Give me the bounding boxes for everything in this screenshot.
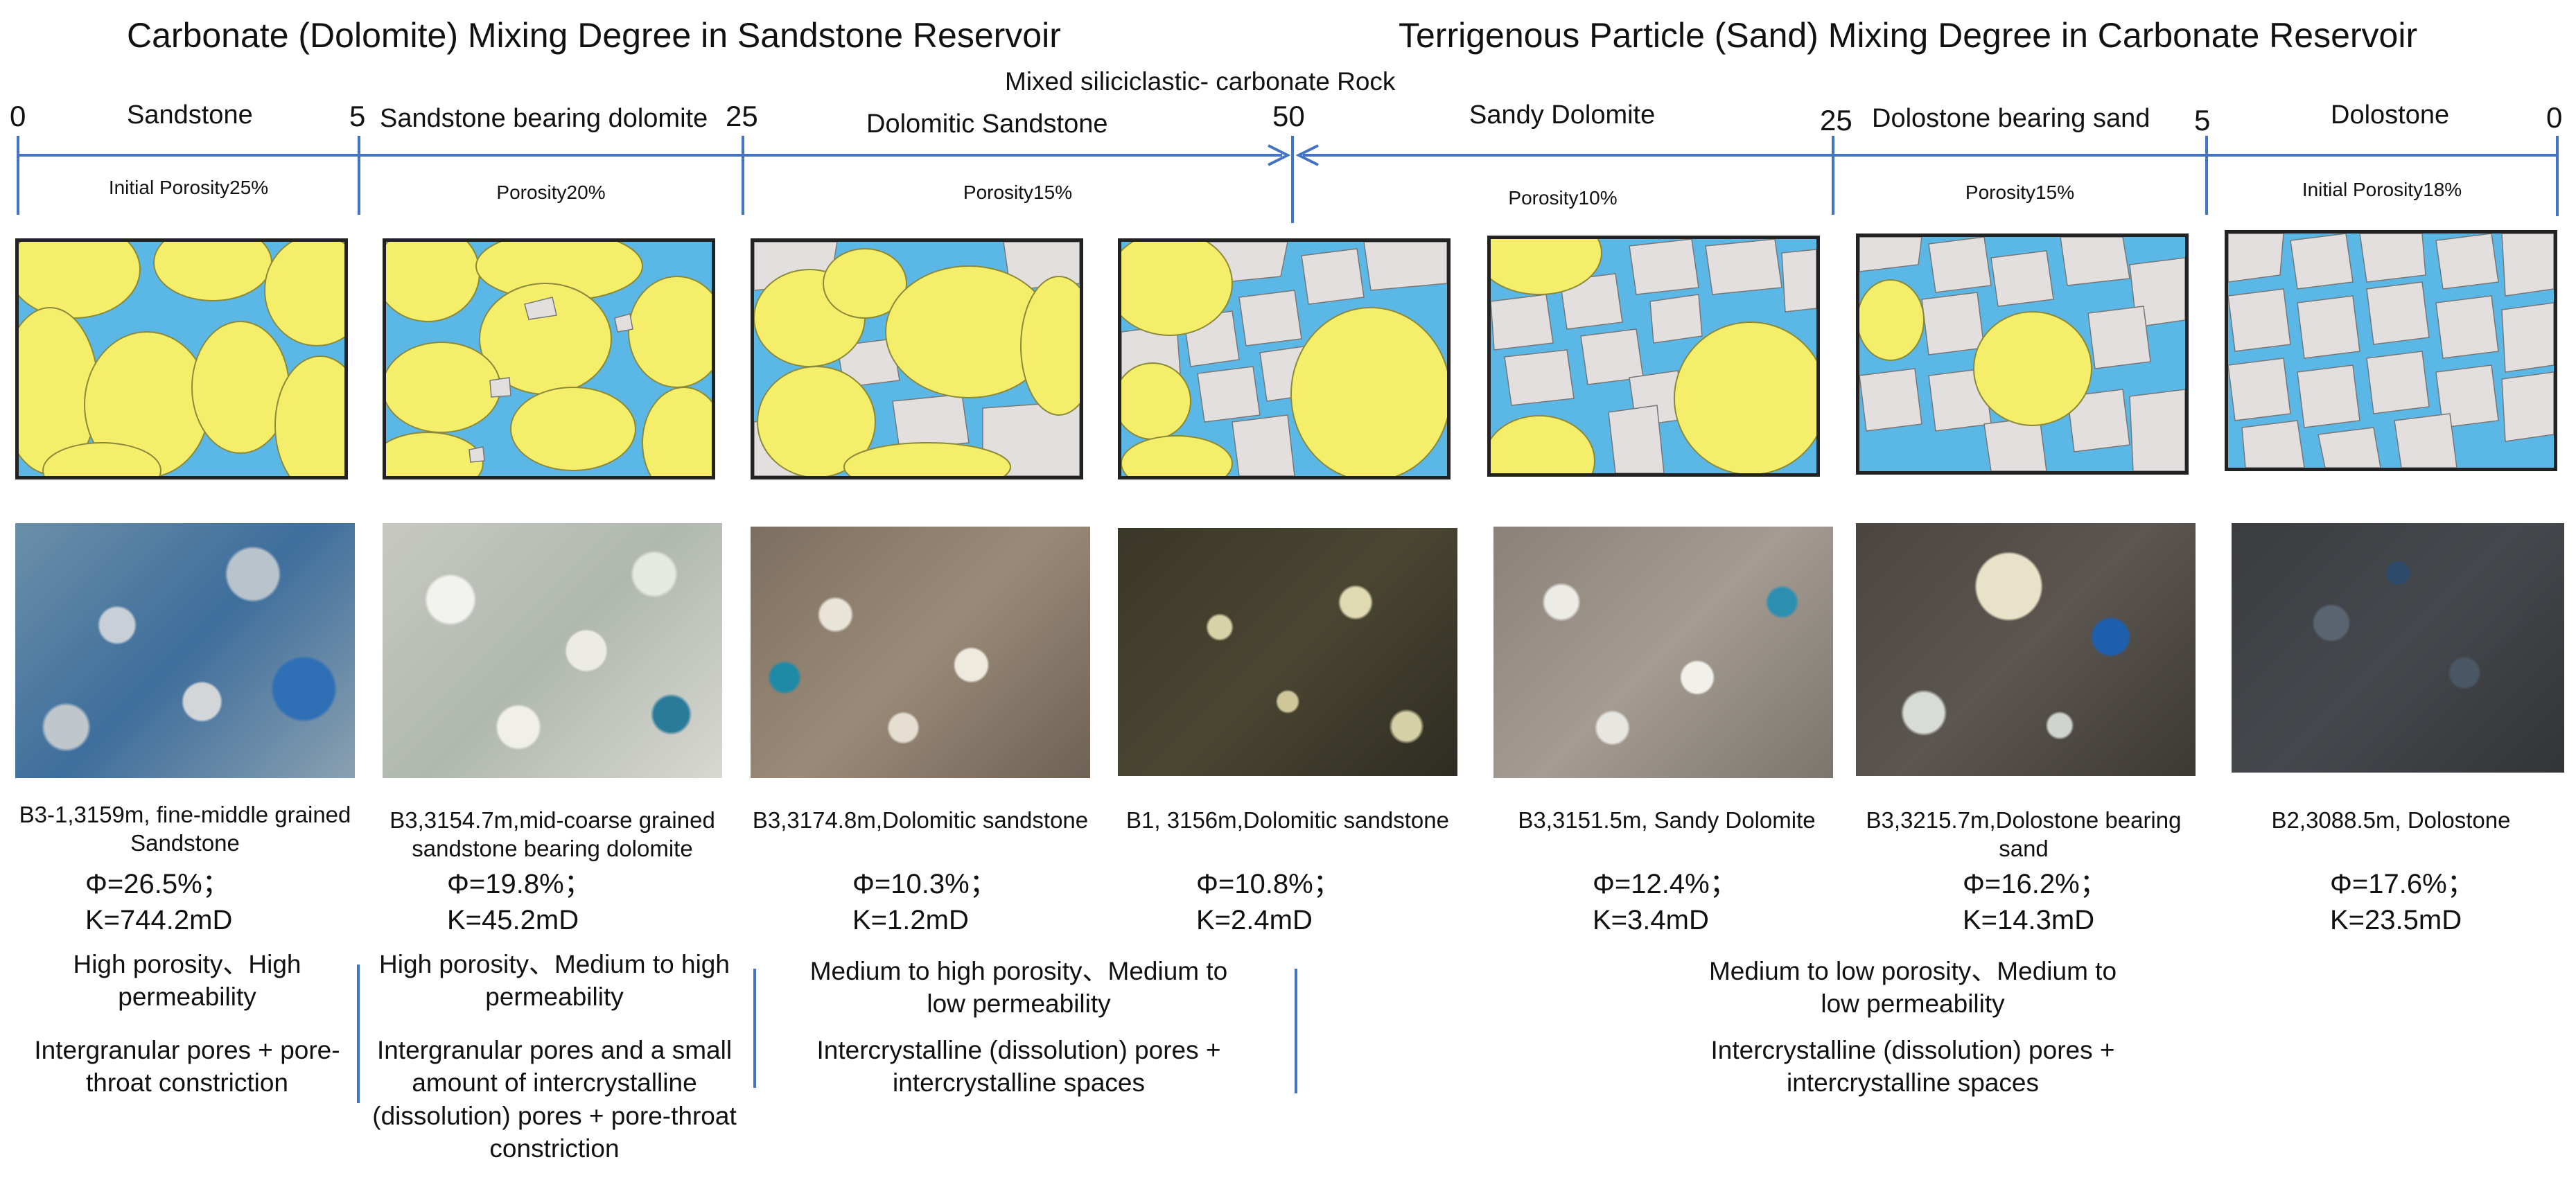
thin-section-photo bbox=[1118, 528, 1457, 776]
sample-values: Φ=19.8%； K=45.2mD bbox=[447, 866, 592, 938]
pore-type: Intergranular pores + pore-throat constr… bbox=[34, 1036, 340, 1098]
tick-label: 50 bbox=[1272, 100, 1305, 132]
permeability-value: K=23.5mD bbox=[2330, 905, 2462, 935]
schematic-sandstone-bearing-dolomite bbox=[383, 238, 715, 479]
thin-section-photo bbox=[751, 527, 1090, 778]
permeability-value: K=744.2mD bbox=[85, 905, 233, 935]
zone-label-dolostone-bearing-sand: Dolostone bearing sand bbox=[1872, 104, 2150, 133]
porosity-value: Φ=12.4%； bbox=[1593, 869, 1737, 899]
tick-label: 0 bbox=[10, 100, 26, 132]
schematic-sandy-dolomite bbox=[1487, 236, 1820, 477]
porosity-label: Initial Porosity25% bbox=[108, 177, 269, 198]
porosity-value: Φ=17.6%； bbox=[2330, 869, 2475, 899]
thin-section-photo bbox=[1856, 523, 2196, 776]
mixed-rock-label: Mixed siliciclastic- carbonate Rock bbox=[1005, 67, 1396, 96]
porosity-value: Φ=10.8%； bbox=[1196, 869, 1341, 899]
permeability-value: K=2.4mD bbox=[1196, 905, 1313, 935]
permeability-class: Medium to low porosity、Medium to low per… bbox=[1708, 957, 2117, 1019]
sample-caption: B2,3088.5m, Dolostone bbox=[2271, 807, 2511, 833]
sample-values: Φ=10.3%； K=1.2mD bbox=[852, 866, 997, 938]
pore-type: Intergranular pores and a small amount o… bbox=[372, 1036, 737, 1163]
schematic-dolomitic-sandstone bbox=[751, 238, 1083, 479]
permeability-value: K=45.2mD bbox=[447, 905, 579, 935]
permeability-value: K=3.4mD bbox=[1593, 905, 1709, 935]
zone-label-dolostone: Dolostone bbox=[2331, 100, 2450, 130]
tick-label: 0 bbox=[2546, 101, 2563, 134]
thin-section-photo bbox=[1493, 527, 1833, 778]
sample-caption: B3-1,3159m, fine-middle grained Sandston… bbox=[19, 802, 351, 856]
tick-label: 25 bbox=[726, 100, 758, 132]
sample-caption: B1, 3156m,Dolomitic sandstone bbox=[1126, 807, 1449, 833]
zone-label-sandy-dolomite: Sandy Dolomite bbox=[1469, 100, 1656, 130]
sample-values: Φ=16.2%； K=14.3mD bbox=[1963, 866, 2108, 938]
schematic-dolostone bbox=[2225, 230, 2557, 471]
porosity-label: Porosity20% bbox=[496, 182, 606, 203]
sample-caption: B3,3174.8m,Dolomitic sandstone bbox=[752, 807, 1089, 833]
thin-section-photo bbox=[383, 523, 722, 778]
porosity-value: Φ=10.3%； bbox=[852, 869, 997, 899]
pore-type: Intercrystalline (dissolution) pores + i… bbox=[1710, 1036, 2115, 1098]
sample-values: Φ=26.5%； K=744.2mD bbox=[85, 866, 232, 938]
thin-section-photo bbox=[15, 523, 355, 778]
porosity-value: Φ=16.2%； bbox=[1963, 869, 2108, 899]
tick-label: 5 bbox=[2194, 104, 2211, 137]
permeability-value: K=14.3mD bbox=[1963, 905, 2095, 935]
permeability-value: K=1.2mD bbox=[852, 905, 969, 935]
permeability-class: High porosity、Medium to high permeabilit… bbox=[379, 950, 730, 1012]
group-divider bbox=[357, 965, 360, 1103]
permeability-class: High porosity、High permeability bbox=[73, 950, 301, 1012]
mixing-axis bbox=[17, 136, 2559, 223]
schematic-sandstone bbox=[15, 238, 348, 479]
schematic-dolostone-bearing-sand bbox=[1856, 234, 2189, 475]
sample-values: Φ=17.6%； K=23.5mD bbox=[2330, 866, 2475, 938]
thin-section-photo bbox=[2232, 523, 2564, 773]
sample-values: Φ=10.8%； K=2.4mD bbox=[1196, 866, 1341, 938]
tick-label: 5 bbox=[349, 100, 366, 132]
zone-label-sandstone-bearing-dolomite: Sandstone bearing dolomite bbox=[380, 104, 708, 133]
porosity-value: Φ=19.8%； bbox=[447, 869, 592, 899]
tick-label: 25 bbox=[1820, 104, 1852, 137]
title-carbonate-reservoir: Terrigenous Particle (Sand) Mixing Degre… bbox=[1399, 16, 2418, 55]
sample-caption: B3,3151.5m, Sandy Dolomite bbox=[1518, 807, 1816, 833]
zone-label-dolomitic-sandstone: Dolomitic Sandstone bbox=[866, 109, 1108, 139]
porosity-label: Porosity10% bbox=[1508, 187, 1618, 209]
pore-type: Intercrystalline (dissolution) pores + i… bbox=[816, 1036, 1221, 1098]
group-divider bbox=[753, 969, 756, 1088]
sample-values: Φ=12.4%； K=3.4mD bbox=[1593, 866, 1737, 938]
porosity-value: Φ=26.5%； bbox=[85, 869, 230, 899]
group-divider bbox=[1295, 969, 1297, 1093]
sample-caption: B3,3154.7m,mid-coarse grained sandstone … bbox=[389, 807, 715, 862]
schematic-dolomitic-sandstone-2 bbox=[1118, 238, 1451, 479]
permeability-class: Medium to high porosity、Medium to low pe… bbox=[809, 957, 1228, 1019]
porosity-label: Initial Porosity18% bbox=[2302, 179, 2462, 200]
title-sandstone-reservoir: Carbonate (Dolomite) Mixing Degree in Sa… bbox=[127, 16, 1061, 55]
porosity-label: Porosity15% bbox=[1965, 182, 2075, 203]
porosity-label: Porosity15% bbox=[963, 182, 1073, 203]
sample-caption: B3,3215.7m,Dolostone bearing sand bbox=[1866, 807, 2182, 862]
zone-label-sandstone: Sandstone bbox=[127, 100, 253, 130]
